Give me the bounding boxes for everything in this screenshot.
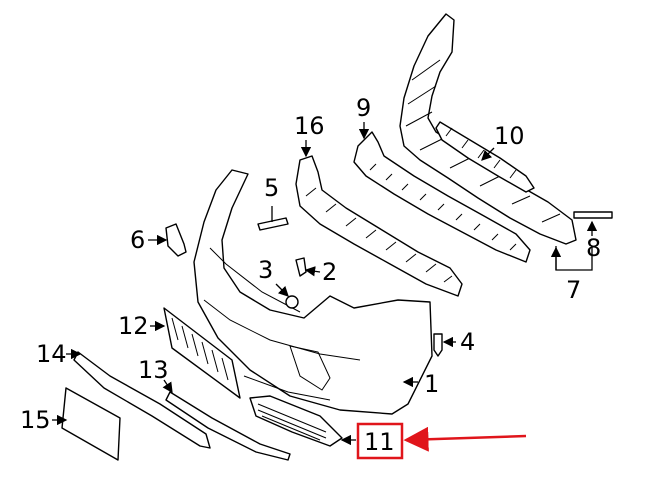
part-16-foam-absorber bbox=[295, 155, 463, 297]
part-12-lower-grille bbox=[163, 307, 241, 399]
part-1-bumper-cover bbox=[193, 169, 433, 415]
part-2-screw bbox=[295, 257, 307, 277]
callout-7: 7 bbox=[566, 276, 581, 304]
callout-13: 13 bbox=[138, 356, 169, 384]
callout-6: 6 bbox=[130, 226, 145, 254]
callout-1: 1 bbox=[424, 370, 439, 398]
callout-9: 9 bbox=[356, 94, 371, 122]
highlight-arrow bbox=[403, 426, 527, 452]
callout-16: 16 bbox=[294, 112, 325, 140]
leader-2 bbox=[304, 266, 321, 277]
callout-5: 5 bbox=[264, 174, 279, 202]
part-8-clip bbox=[573, 211, 613, 219]
callout-15: 15 bbox=[20, 406, 51, 434]
callout-3: 3 bbox=[258, 256, 273, 284]
callout-11: 11 bbox=[364, 428, 395, 456]
callout-10: 10 bbox=[494, 122, 525, 150]
part-5-retainer bbox=[257, 206, 289, 231]
part-15-plate-bracket bbox=[61, 387, 121, 461]
leader-13 bbox=[162, 379, 173, 394]
callout-2: 2 bbox=[322, 258, 337, 286]
highlight-callout-11: 11 bbox=[356, 422, 527, 460]
callout-14: 14 bbox=[36, 340, 67, 368]
part-13-trim bbox=[165, 391, 291, 461]
part-4-bolt bbox=[433, 333, 443, 357]
part-9-impact-bar bbox=[353, 131, 531, 263]
callout-8: 8 bbox=[586, 234, 601, 262]
callout-12: 12 bbox=[118, 312, 149, 340]
callout-4: 4 bbox=[460, 328, 475, 356]
part-11-grille-insert bbox=[249, 395, 343, 447]
part-14-molding bbox=[73, 351, 211, 449]
leader-3 bbox=[275, 283, 289, 297]
leader-10 bbox=[481, 147, 495, 161]
highlight-box bbox=[356, 422, 404, 460]
part-6-bracket bbox=[165, 223, 187, 257]
part-3-nut bbox=[285, 295, 299, 309]
